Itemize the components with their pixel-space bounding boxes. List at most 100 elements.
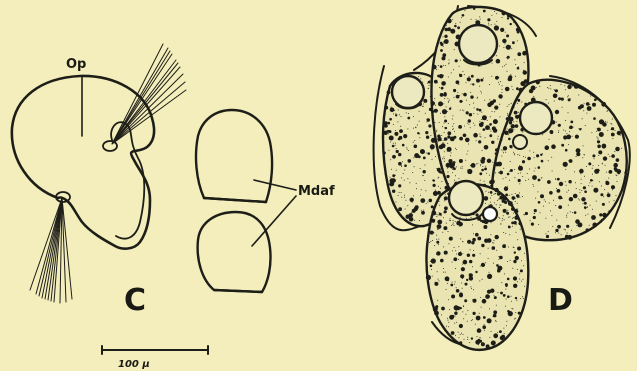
stipple-dot <box>479 121 480 122</box>
stipple-dot <box>447 151 448 152</box>
stipple-dot <box>592 186 593 187</box>
pore-dot <box>490 179 495 184</box>
stipple-dot <box>452 224 453 225</box>
stipple-dot <box>441 135 442 136</box>
stipple-dot <box>401 116 402 117</box>
stipple-dot <box>505 152 506 153</box>
pore-dot <box>516 87 519 90</box>
stipple-dot <box>421 189 422 190</box>
pore-dot <box>607 193 611 197</box>
stipple-dot <box>454 131 455 132</box>
upper-setae-fan <box>112 44 186 144</box>
stipple-dot <box>488 241 489 242</box>
stipple-dot <box>480 164 481 165</box>
pore-dot <box>569 159 573 163</box>
stipple-dot <box>441 314 442 315</box>
stipple-dot <box>403 173 404 174</box>
pore-dot <box>384 106 388 110</box>
stipple-dot <box>407 178 408 179</box>
stipple-dot <box>460 251 461 252</box>
stipple-dot <box>468 140 469 141</box>
stipple-dot <box>448 231 449 232</box>
pore-dot <box>505 194 508 197</box>
stipple-dot <box>498 217 499 218</box>
stipple-dot <box>453 128 454 129</box>
stipple-dot <box>502 17 503 18</box>
pore-dot <box>458 252 462 256</box>
stipple-dot <box>601 186 602 187</box>
stipple-dot <box>416 183 417 184</box>
pore-dot <box>529 89 533 93</box>
stipple-dot <box>566 215 567 216</box>
stipple-dot <box>515 198 516 199</box>
pore-dot <box>420 149 425 154</box>
stipple-dot <box>583 110 584 111</box>
stipple-dot <box>506 325 507 326</box>
stipple-dot <box>498 259 499 260</box>
stipple-dot <box>490 234 491 235</box>
pore-dot <box>559 182 563 186</box>
pore-dot <box>534 209 537 212</box>
pore-dot <box>438 101 443 106</box>
pore-dot <box>536 80 540 84</box>
stipple-dot <box>546 99 547 100</box>
stipple-dot <box>388 133 389 134</box>
stipple-dot <box>512 226 513 227</box>
stipple-dot <box>432 85 433 86</box>
stipple-dot <box>432 180 433 181</box>
pore-dot <box>531 223 534 226</box>
pore-dot <box>578 106 582 110</box>
stipple-dot <box>480 91 481 92</box>
stipple-dot <box>404 195 405 196</box>
pore-dot <box>470 95 473 98</box>
stipple-dot <box>461 283 462 284</box>
pore-dot <box>545 145 550 150</box>
stipple-dot <box>513 105 514 106</box>
pore-dot <box>594 169 599 174</box>
pore-dot <box>384 121 387 124</box>
stipple-dot <box>449 309 450 310</box>
stipple-dot <box>484 330 485 331</box>
pore-dot <box>576 152 580 156</box>
stipple-dot <box>502 293 503 294</box>
stipple-dot <box>572 86 573 87</box>
pore-dot <box>515 297 517 299</box>
pore-dot <box>430 265 433 268</box>
pore-dot <box>483 316 486 319</box>
stipple-dot <box>515 201 516 202</box>
stipple-dot <box>440 113 441 114</box>
stipple-dot <box>453 223 454 224</box>
stipple-dot <box>414 208 415 209</box>
stipple-dot <box>511 296 512 297</box>
stipple-dot <box>503 232 504 233</box>
stipple-dot <box>497 200 498 201</box>
pore-dot <box>487 295 490 298</box>
pore-dot <box>504 131 508 135</box>
stipple-dot <box>533 184 534 185</box>
mdaf-label: Mdaf <box>298 184 335 199</box>
stipple-dot <box>550 85 551 86</box>
stipple-dot <box>495 320 496 321</box>
stipple-dot <box>505 186 506 187</box>
stipple-dot <box>569 131 570 132</box>
stipple-dot <box>601 219 602 220</box>
stipple-dot <box>499 199 500 200</box>
ooecium-top <box>459 25 497 65</box>
stipple-dot <box>476 19 477 20</box>
stipple-dot <box>431 97 432 98</box>
pore-dot <box>454 312 457 315</box>
pore-dot <box>525 212 528 215</box>
pore-dot <box>512 106 515 109</box>
pore-dot <box>389 130 392 133</box>
stipple-dot <box>579 189 580 190</box>
stipple-dot <box>454 180 455 181</box>
stipple-dot <box>404 170 405 171</box>
stipple-dot <box>440 194 441 195</box>
stipple-dot <box>510 161 511 162</box>
stipple-dot <box>513 129 514 130</box>
stipple-dot <box>586 166 587 167</box>
stipple-dot <box>453 220 454 221</box>
stipple-dot <box>450 220 451 221</box>
stipple-dot <box>509 234 510 235</box>
